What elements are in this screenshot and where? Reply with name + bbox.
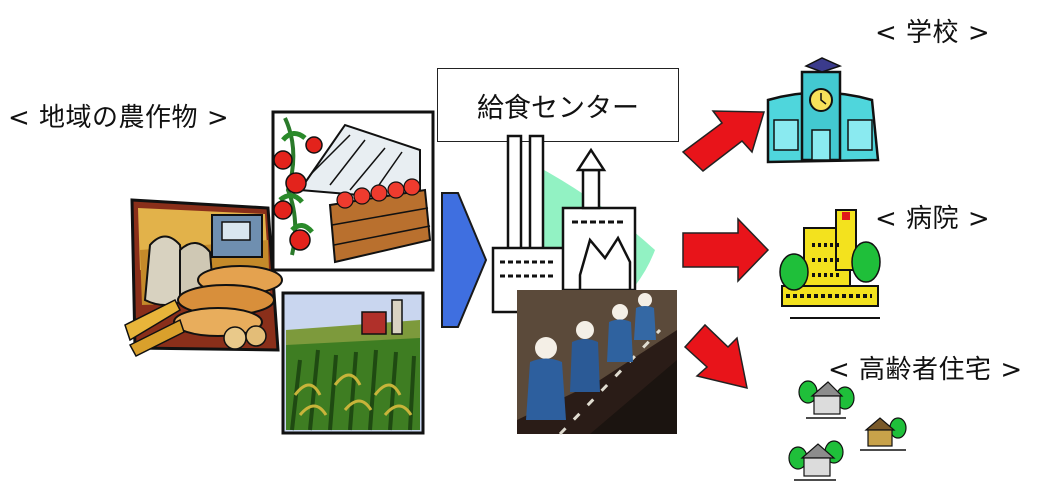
kitchen-center-label: 給食センター [437, 68, 679, 142]
school-label: < 学校 > [875, 18, 991, 48]
flow-arrow-to-center [441, 192, 488, 328]
elderly-housing-label: < 高齢者住宅 > [828, 355, 1023, 385]
tomato-illustration [271, 110, 435, 272]
delivery-arrow-to-school [681, 110, 766, 172]
harvest-illustration [124, 198, 283, 357]
cornfield-illustration [281, 291, 425, 435]
crops-label: < 地域の農作物 > [8, 103, 230, 133]
delivery-arrow-to-hospital [682, 217, 770, 283]
hospital-icon [779, 209, 881, 319]
school-icon [766, 57, 880, 164]
elderly-housing-icon [788, 380, 907, 481]
kitchen-workers-illustration [517, 290, 677, 436]
hospital-label: < 病院 > [875, 204, 991, 234]
delivery-arrow-to-elderly-housing [683, 323, 748, 390]
